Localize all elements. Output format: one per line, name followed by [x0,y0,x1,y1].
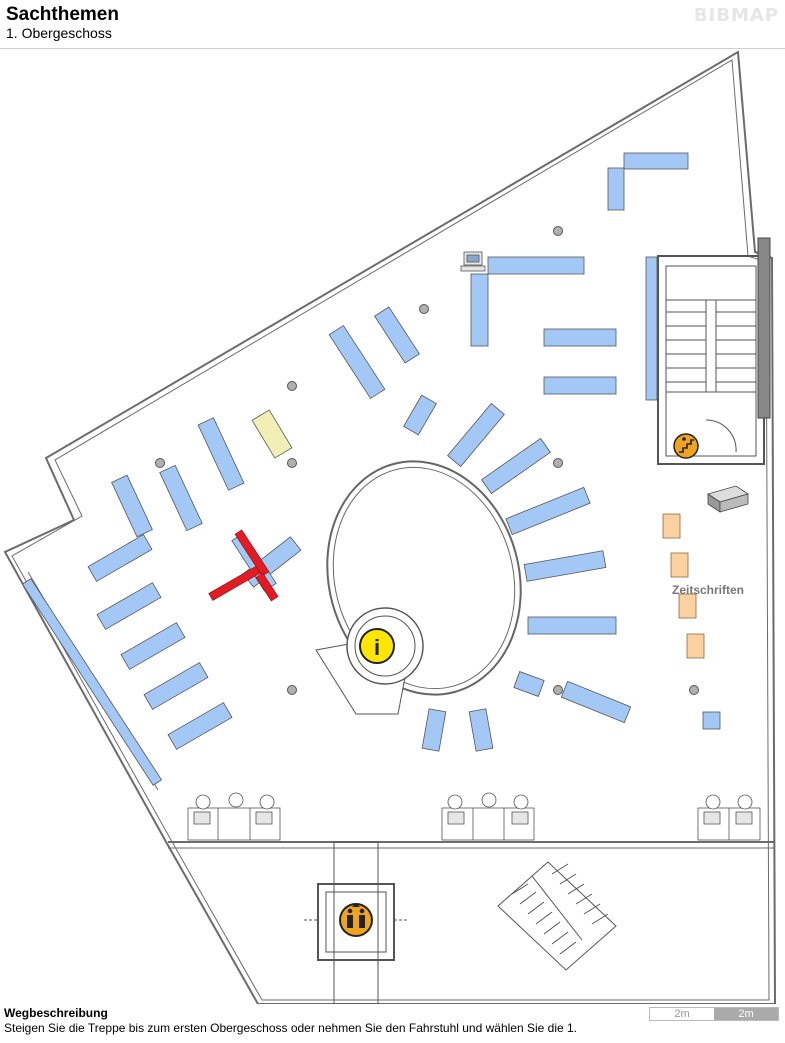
copier-icon[interactable] [707,485,749,513]
special-table [251,409,293,459]
floor-plan-map[interactable]: i [0,49,785,1004]
building-walls [3,50,777,1004]
magazine-shelves[interactable] [662,513,705,659]
workstations-right[interactable] [697,794,761,841]
directions-title: Wegbeschreibung [4,1006,108,1020]
scale-segment-dark: 2m [714,1008,778,1020]
pillars [155,226,699,695]
scale-segment-light: 2m [650,1008,714,1020]
workstations-left[interactable] [187,792,281,841]
brand-logo: BIBMAP [693,5,779,26]
stairwell-north [657,237,771,465]
scale-bar: 2m 2m [649,1007,779,1021]
floor-subtitle: 1. Obergeschoss [6,25,112,41]
directions-text: Steigen Sie die Treppe bis zum ersten Ob… [4,1021,578,1035]
header: Sachthemen 1. Obergeschoss BIBMAP [0,0,785,48]
staircase-person-icon [673,433,699,459]
central-atrium-ellipse [326,460,522,696]
info-symbol: i [374,635,380,660]
computer-icon[interactable] [460,251,486,272]
highlighted-shelf[interactable] [208,529,279,602]
info-icon[interactable]: i [359,628,395,664]
header-divider [0,48,785,49]
magazines-label: Zeitschriften [672,583,744,597]
directions-footer: Wegbeschreibung Steigen Sie die Treppe b… [0,1004,785,1043]
bookshelves[interactable] [21,152,721,786]
elevator-icon[interactable] [339,903,373,937]
staircase-south [497,861,617,971]
workstations-center[interactable] [441,792,535,841]
page-title: Sachthemen [6,4,119,25]
elevator-shaft [304,841,408,1004]
